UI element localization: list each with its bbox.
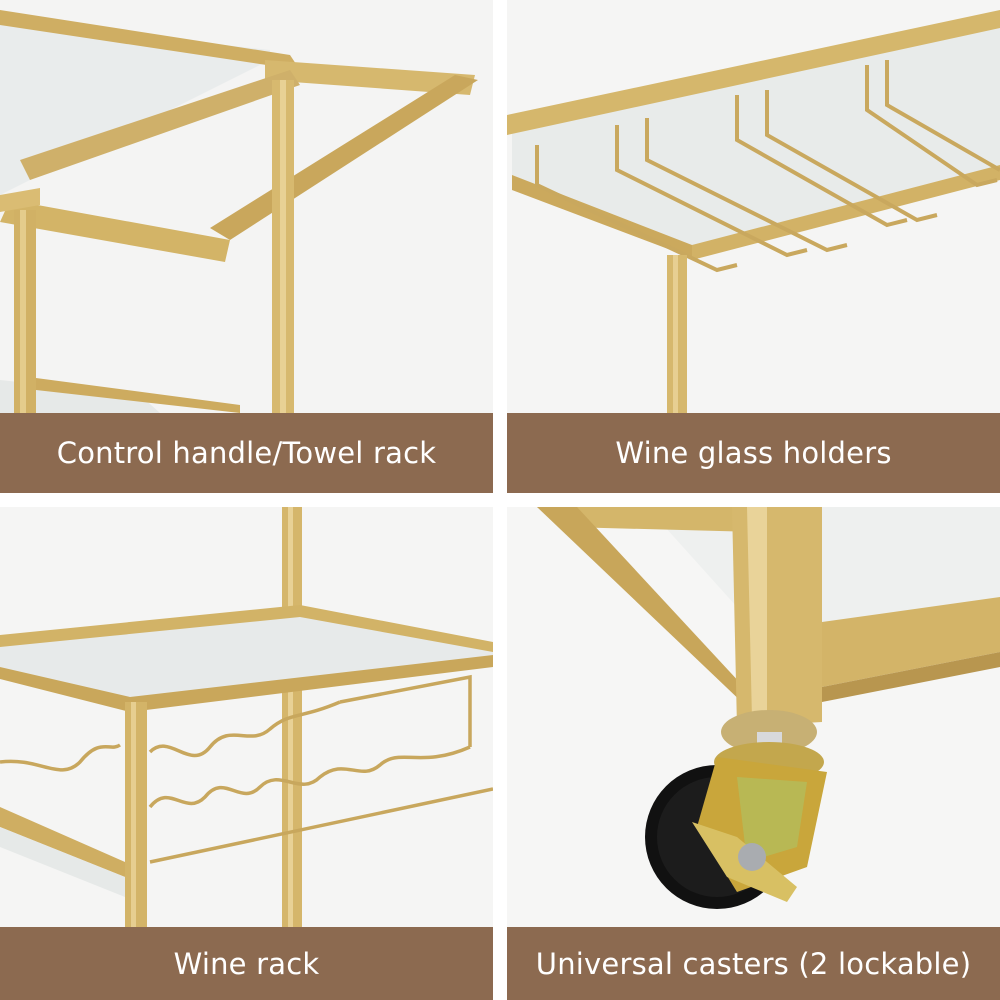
panel-control-handle: Control handle/Towel rack — [0, 0, 493, 493]
caption-wine-glass-holders: Wine glass holders — [507, 413, 1000, 493]
panel-wine-rack: Wine rack — [0, 507, 493, 1000]
panel-universal-casters: Universal casters (2 lockable) — [507, 507, 1000, 1000]
panel-wine-glass-holders: Wine glass holders — [507, 0, 1000, 493]
caption-universal-casters: Universal casters (2 lockable) — [507, 927, 1000, 1000]
wine-rack-photo — [0, 507, 493, 927]
caption-wine-rack: Wine rack — [0, 927, 493, 1000]
wine-glass-holders-photo — [507, 0, 1000, 413]
caption-control-handle: Control handle/Towel rack — [0, 413, 493, 493]
caster-wheel-photo — [507, 507, 1000, 927]
control-handle-towel-rack-photo — [0, 0, 493, 413]
